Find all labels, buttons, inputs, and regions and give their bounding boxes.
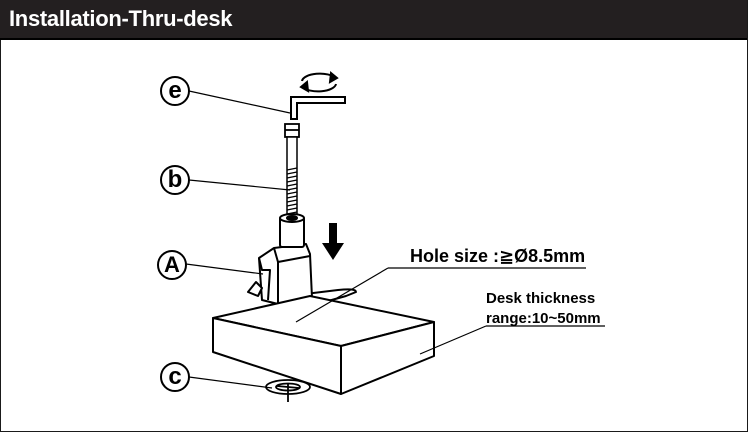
down-arrow-icon xyxy=(322,223,344,260)
bottom-clamp xyxy=(265,379,311,402)
hex-key xyxy=(290,96,346,120)
desk-thickness-range-label: range:10~50mm xyxy=(486,310,601,327)
hole-size-label: Hole size :≧Ø8.5mm xyxy=(410,246,586,266)
rotation-arrows-icon xyxy=(299,71,339,93)
bolt-shaft xyxy=(286,136,298,218)
callout-b: b xyxy=(160,165,190,195)
bolt-head xyxy=(284,123,300,138)
callout-e: e xyxy=(160,76,190,106)
title-bar: Installation-Thru-desk xyxy=(0,0,747,40)
callout-a: A xyxy=(157,250,187,280)
leader-lines xyxy=(185,90,605,389)
page-title: Installation-Thru-desk xyxy=(9,6,233,31)
callout-c: c xyxy=(160,362,190,392)
desk-block xyxy=(212,295,435,395)
desk-thickness-label: Desk thickness xyxy=(486,290,596,307)
